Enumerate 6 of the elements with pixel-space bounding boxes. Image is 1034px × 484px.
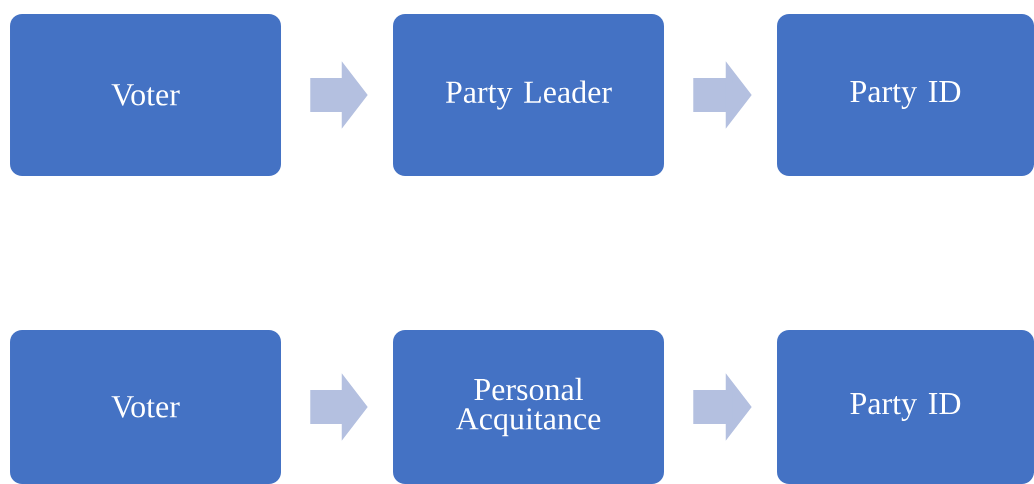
process-box: Personal Acquitance xyxy=(393,330,664,484)
process-box: Party Leader xyxy=(393,14,664,176)
process-box: Voter xyxy=(10,330,281,484)
process-box: Party ID xyxy=(777,330,1034,484)
process-box: Party ID xyxy=(777,14,1034,176)
process-box: Voter xyxy=(10,14,281,176)
